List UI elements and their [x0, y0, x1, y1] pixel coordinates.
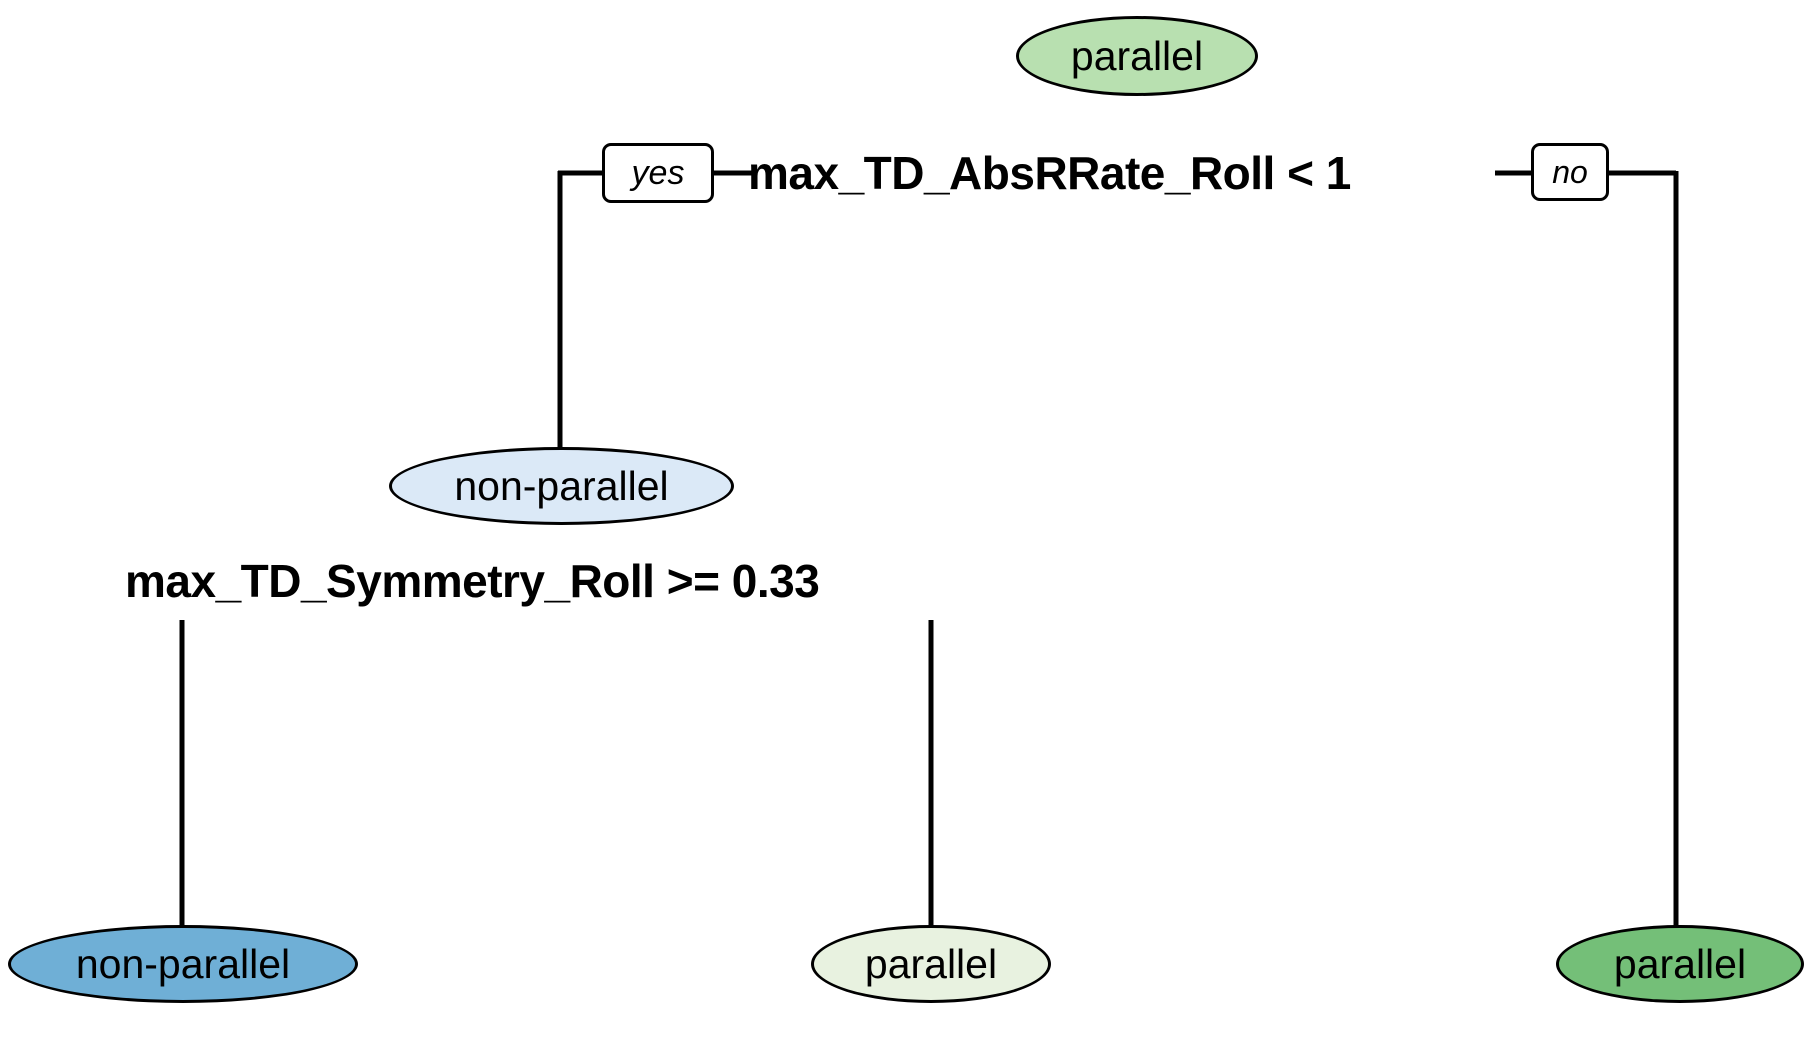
branch-yes-label: yes: [631, 153, 685, 192]
leaf-bottom-right-parallel[interactable]: parallel: [1556, 925, 1804, 1003]
leaf-label: non-parallel: [75, 940, 291, 987]
split-node-symmetry[interactable]: max_TD_Symmetry_Roll >= 0.33: [125, 550, 820, 612]
branch-label-no[interactable]: no: [1531, 143, 1609, 201]
split-root-label: max_TD_AbsRRate_Roll < 1: [748, 147, 1351, 199]
leaf-label: parallel: [864, 940, 998, 987]
leaf-label: parallel: [1070, 32, 1204, 79]
split-symmetry-label: max_TD_Symmetry_Roll >= 0.33: [125, 555, 820, 607]
leaf-bottom-mid-parallel[interactable]: parallel: [811, 925, 1051, 1003]
leaf-label: parallel: [1613, 940, 1747, 987]
leaf-top-parallel[interactable]: parallel: [1016, 16, 1258, 96]
leaf-bottom-left-non-parallel[interactable]: non-parallel: [8, 925, 358, 1003]
leaf-label: non-parallel: [454, 462, 669, 509]
branch-no-label: no: [1552, 153, 1588, 190]
split-node-root[interactable]: max_TD_AbsRRate_Roll < 1: [748, 142, 1351, 204]
leaf-mid-non-parallel[interactable]: non-parallel: [389, 447, 734, 525]
branch-label-yes[interactable]: yes: [602, 143, 714, 203]
